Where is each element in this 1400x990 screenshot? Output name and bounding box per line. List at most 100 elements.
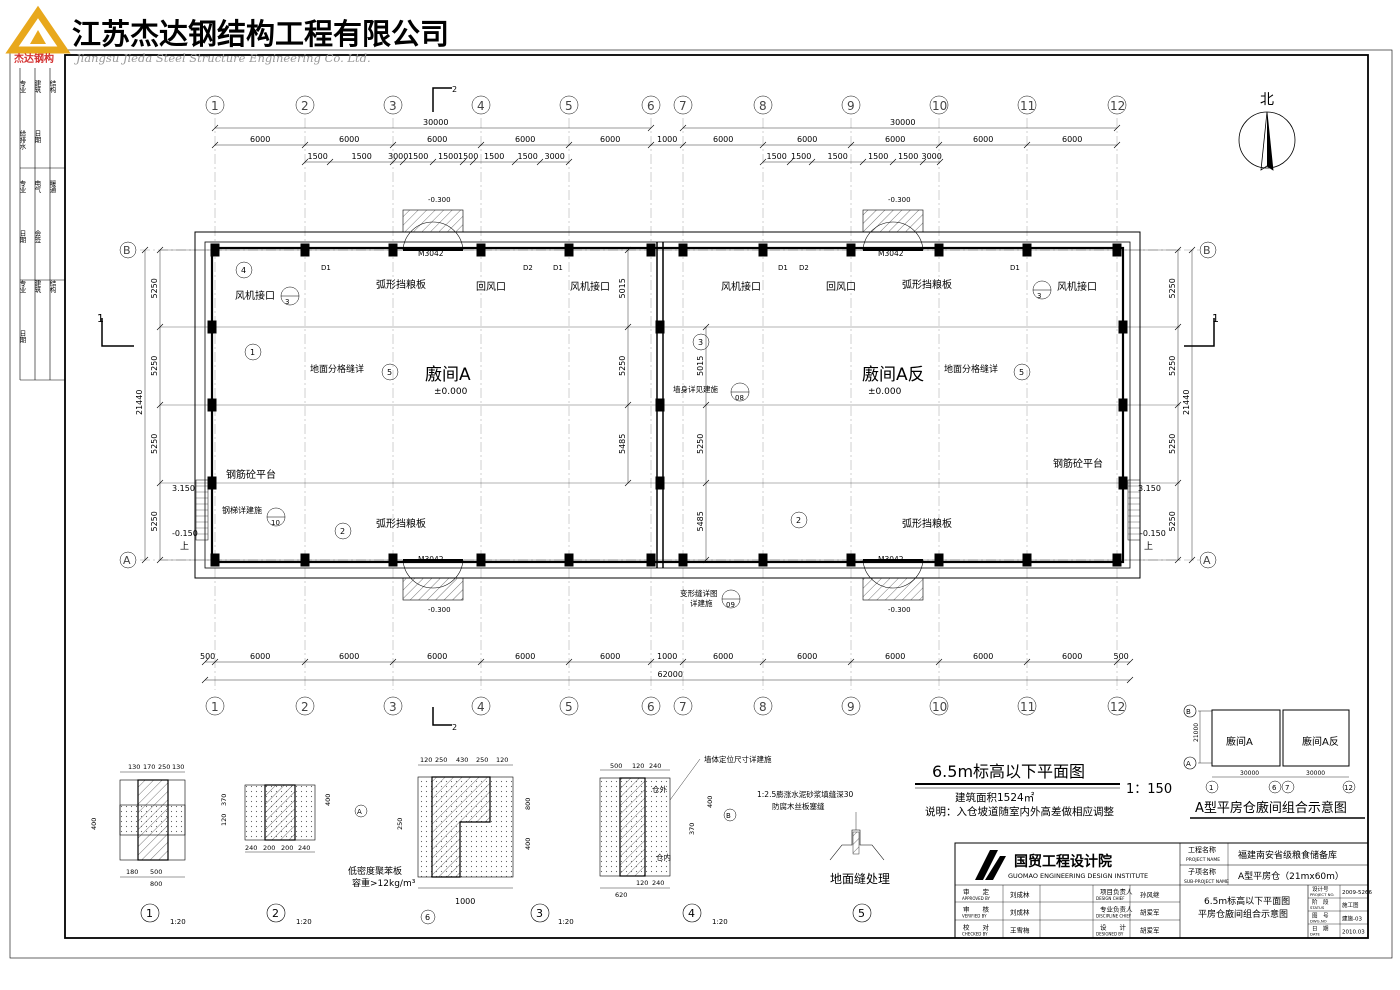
dim-bays-bottom-tick-11: [1023, 658, 1031, 666]
d1-label-3: D1: [778, 264, 788, 272]
role2-cn-1: 专业负责人: [1100, 905, 1133, 914]
column-top-2: [388, 243, 398, 257]
detail-1: 130 170 250 130 180 500 800 400 1 1:20: [90, 763, 186, 926]
door-code-3: M3042: [878, 555, 904, 564]
role2-cn-0: 项目负责人: [1100, 887, 1133, 896]
d3-dim-2: 430: [456, 756, 468, 764]
outer-apron: [194, 231, 1141, 579]
dim-right-bays-tick-3: [1174, 479, 1182, 487]
dim-door-top-right-tick-0: [759, 158, 767, 166]
dim-bays-top-tick-9: [935, 141, 943, 149]
institute-name-cn: 国贸工程设计院: [1014, 853, 1112, 870]
dim-center-left-label-2: 5485: [618, 434, 627, 454]
dim-bays-top-tick-7: [759, 141, 767, 149]
d5-number: 5: [858, 907, 865, 920]
dim-right-bays-label-2: 5250: [1168, 434, 1177, 454]
dim-bays-top-tick-4: [565, 141, 573, 149]
dim-bays-top-tick-2: [389, 141, 397, 149]
callout-bubble-6: [1013, 363, 1031, 381]
meta-value-3: 2010.03: [1342, 930, 1365, 936]
room-a-label: 廒间A: [425, 365, 471, 385]
axis-bubble-bottom-9: [841, 696, 861, 716]
up-left-label: 上: [180, 541, 189, 552]
strip-cell-0: 专业: [18, 79, 26, 94]
d4-outside: 仓外: [652, 784, 667, 794]
dim-right-bays-tick-4: [1174, 556, 1182, 564]
row-bubble-right-1: [1199, 551, 1217, 569]
key-axis-b: B: [1186, 708, 1191, 716]
floor-plan: [101, 87, 1217, 726]
callout-bubble-5: [790, 511, 808, 529]
d1-dim-7: 400: [90, 818, 98, 830]
column-right-0: [1118, 320, 1128, 334]
door-level-1: -0.300: [888, 196, 911, 204]
column-bottom-4: [564, 553, 574, 567]
door-swing-0: [402, 221, 464, 251]
role2-en-1: DISCIPLINE CHIEF: [1096, 914, 1132, 919]
dim-bays-bottom-tick-7: [679, 658, 687, 666]
d1-dim-3: 130: [172, 763, 184, 771]
dim-door-top-right-tick-4: [889, 158, 897, 166]
fan-port-center-left-label: 风机接口: [570, 280, 610, 293]
axis-label-bottom-8: 8: [759, 700, 767, 714]
dim-bays-top-label-6: 6000: [713, 135, 733, 144]
meta-label-0: 设计号: [1312, 885, 1329, 893]
meta-label-1: 阶 段: [1312, 898, 1329, 906]
dim-bays-bottom-label-3: 6000: [427, 652, 447, 661]
platform-right-label: 钢筋砼平台: [1053, 457, 1103, 470]
column-top-10: [1022, 243, 1032, 257]
callout-text-4: 2: [340, 527, 345, 536]
dim-left-total-tick-1: [141, 556, 149, 564]
column-left-2: [207, 476, 217, 490]
dim-door-top-right-label-0: 1500: [767, 152, 787, 161]
dim-bays-bottom-tick-5: [565, 658, 573, 666]
d4-scale: 1:20: [712, 918, 728, 926]
strip-cell-6: 电气: [33, 179, 41, 194]
dim-right-total-tick-0: [1188, 246, 1196, 254]
dim-door-top-right-label-3: 1500: [868, 152, 888, 161]
dim-left-bays-tick-3: [156, 479, 164, 487]
axis-bubble-bottom-11: [1017, 696, 1037, 716]
dim-door-top-right-tick-1: [786, 158, 794, 166]
door-swing-1: [862, 221, 924, 251]
column-center-1: [655, 398, 665, 412]
strip-cell-13: 日期: [18, 330, 26, 345]
dim-bays-top-label-7: 6000: [797, 135, 817, 144]
key-dim-right: 30000: [1306, 770, 1325, 777]
dim-door-top-left-tick-6: [469, 158, 477, 166]
dim-bays-top-label-9: 6000: [973, 135, 993, 144]
project-label-en: PROJECT NAME: [1186, 857, 1220, 863]
platform-left-level: 3.150: [172, 484, 195, 493]
column-bottom-11: [1112, 553, 1122, 567]
row-label-left-1: A: [123, 554, 131, 567]
axis-label-top-5: 5: [565, 99, 573, 113]
dim-door-top-left-label-3: 1500: [408, 152, 428, 161]
axis-bubble-top-7: [673, 95, 693, 115]
dim-right-bays-label-3: 5250: [1168, 511, 1177, 531]
institute-logo-icon: [975, 850, 998, 880]
dim-bays-bottom-label-11: 6000: [1062, 652, 1082, 661]
door-code-0: M3042: [418, 249, 444, 258]
dim-bays-top-label-5: 1000: [657, 135, 677, 144]
dim-door-top-left-tick-4: [429, 158, 437, 166]
d4-dim-3: 620: [615, 891, 627, 899]
callout-split-text-2: 09: [726, 601, 735, 609]
floor-joint-left-label: 地面分格缝详: [310, 363, 364, 375]
callout-text-2: 5: [387, 368, 392, 377]
north-arrow-icon: [1267, 112, 1273, 170]
dim-bays-bottom-label-8: 6000: [797, 652, 817, 661]
role2-name-2: 胡爱军: [1140, 925, 1160, 934]
dim-total-left-tick-1: [647, 124, 655, 132]
strip-cell-12: 结构: [48, 279, 56, 295]
column-center-2: [655, 476, 665, 490]
detail-3: 120 250 430 250 120 1000 250 800 400 低密度…: [348, 756, 574, 926]
joint-detail-label: 变形缝详图: [680, 588, 718, 598]
strip-cell-1: 建筑: [33, 79, 41, 95]
dim-bays-bottom-label-2: 6000: [339, 652, 359, 661]
column-bottom-10: [1022, 553, 1032, 567]
axis-label-top-10: 10: [932, 99, 947, 113]
section-label-right: 1: [1212, 312, 1219, 325]
key-room-a: 廒间A: [1226, 735, 1253, 748]
axis-label-bottom-1: 1: [211, 700, 219, 714]
column-top-5: [646, 243, 656, 257]
